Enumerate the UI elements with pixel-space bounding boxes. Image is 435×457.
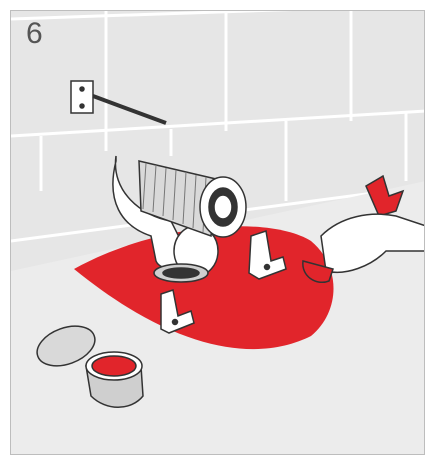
step-number: 6 (26, 19, 43, 49)
installation-illustration (11, 11, 425, 455)
illustration-frame: 6 (10, 10, 425, 455)
